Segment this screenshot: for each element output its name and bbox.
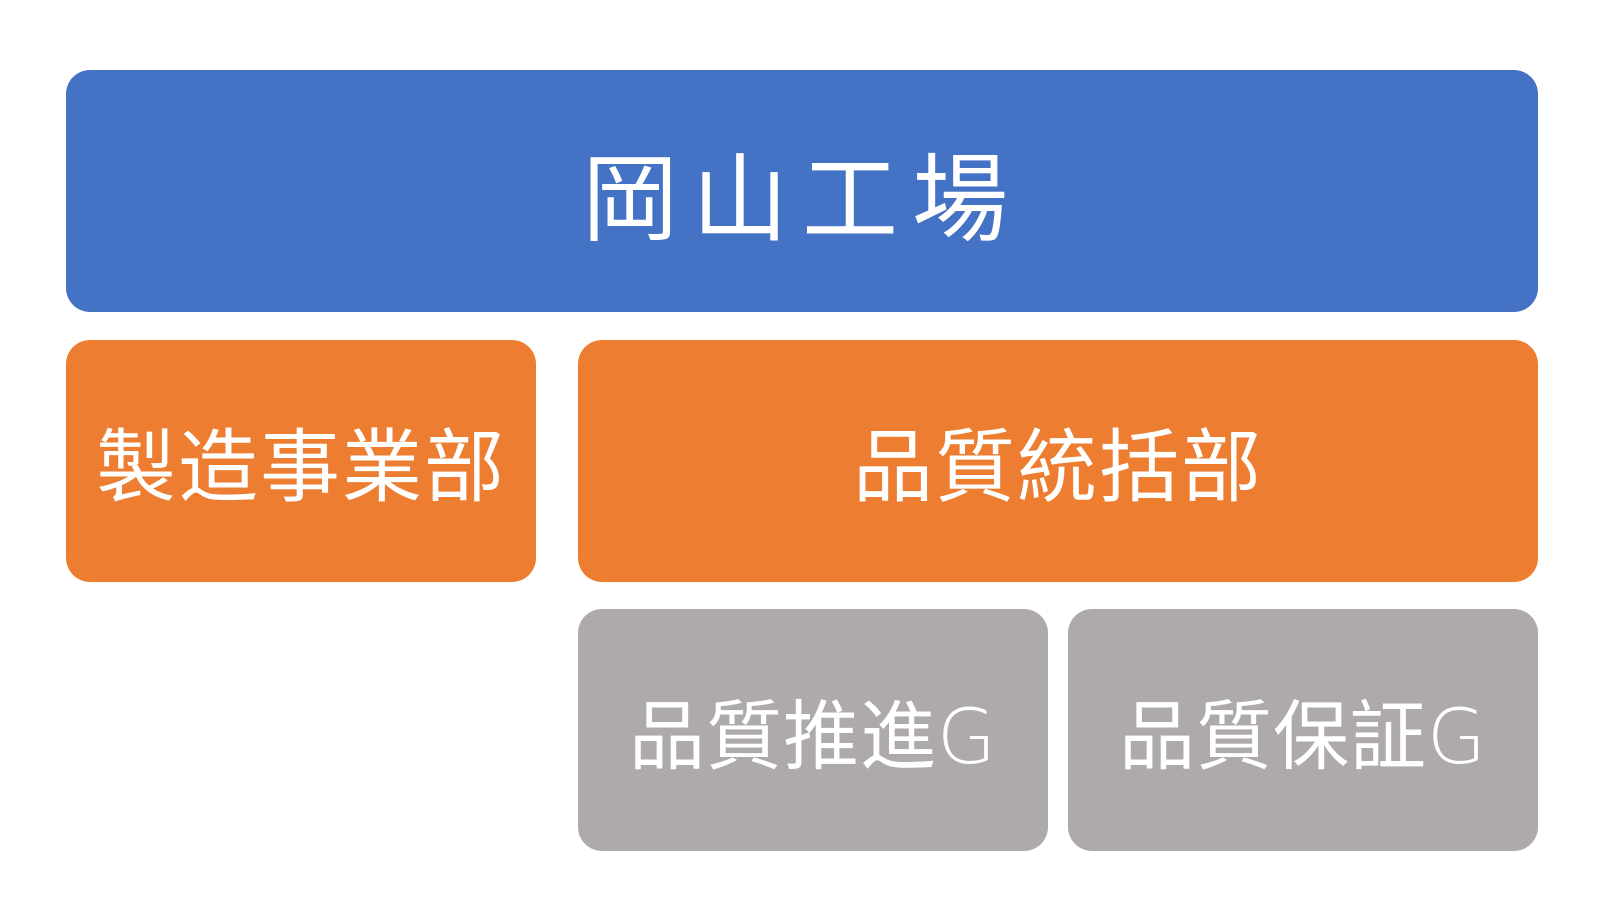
quality-promotion-group-box: 品質推進G xyxy=(578,609,1048,851)
quality-assurance-group-box: 品質保証G xyxy=(1068,609,1538,851)
quality-assurance-group-label: 品質保証G xyxy=(1119,692,1487,781)
factory-label: 岡山工場 xyxy=(582,143,1022,256)
manufacturing-division-box: 製造事業部 xyxy=(66,340,536,582)
factory-box: 岡山工場 xyxy=(66,70,1538,312)
manufacturing-division-label: 製造事業部 xyxy=(96,421,506,514)
quality-headquarters-box: 品質統括部 xyxy=(578,340,1538,582)
quality-promotion-group-label: 品質推進G xyxy=(629,692,997,781)
quality-headquarters-label: 品質統括部 xyxy=(853,421,1263,514)
